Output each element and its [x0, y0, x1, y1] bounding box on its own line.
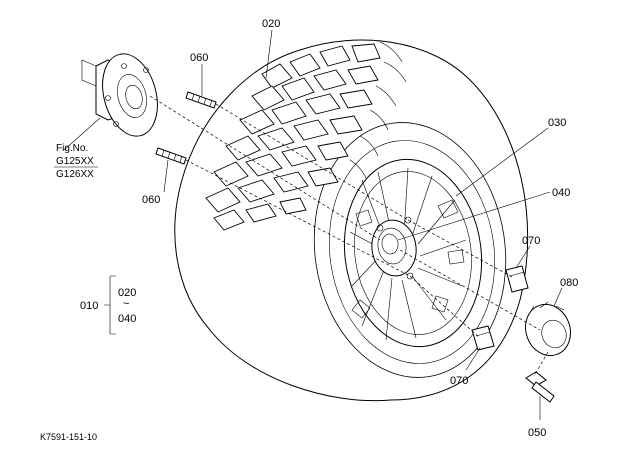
fig-note-line2: G126XX — [56, 169, 94, 180]
footer-code: K7591-151-10 — [40, 432, 97, 442]
tire-tread — [205, 41, 407, 231]
hub-cap-bolt — [525, 371, 555, 403]
axle-hub — [81, 53, 158, 137]
fig-note-title: Fig.No. — [56, 143, 88, 154]
wheel-stud-bottom — [155, 147, 187, 165]
wheel-stud-top — [185, 91, 217, 109]
label-060-top: 060 — [190, 52, 208, 64]
fig-note-line1: G125XX — [56, 156, 94, 167]
label-050: 050 — [528, 427, 546, 439]
lug-nut-bottom — [471, 325, 495, 351]
hub-cap — [524, 301, 572, 357]
label-070-right: 070 — [522, 235, 540, 247]
label-range-tilde: ~ — [123, 298, 129, 310]
label-060-bottom: 060 — [142, 194, 160, 206]
assembly-guide-lines — [149, 95, 549, 377]
label-040: 040 — [552, 187, 570, 199]
leader-lines — [63, 29, 563, 420]
label-080: 080 — [560, 277, 578, 289]
label-range-start: 020 — [118, 287, 136, 299]
label-010: 010 — [80, 300, 98, 312]
label-070-bottom: 070 — [450, 375, 468, 387]
label-020: 020 — [262, 18, 280, 30]
assembly-bracket — [104, 275, 116, 335]
label-030: 030 — [548, 117, 566, 129]
label-range-end: 040 — [118, 313, 136, 325]
